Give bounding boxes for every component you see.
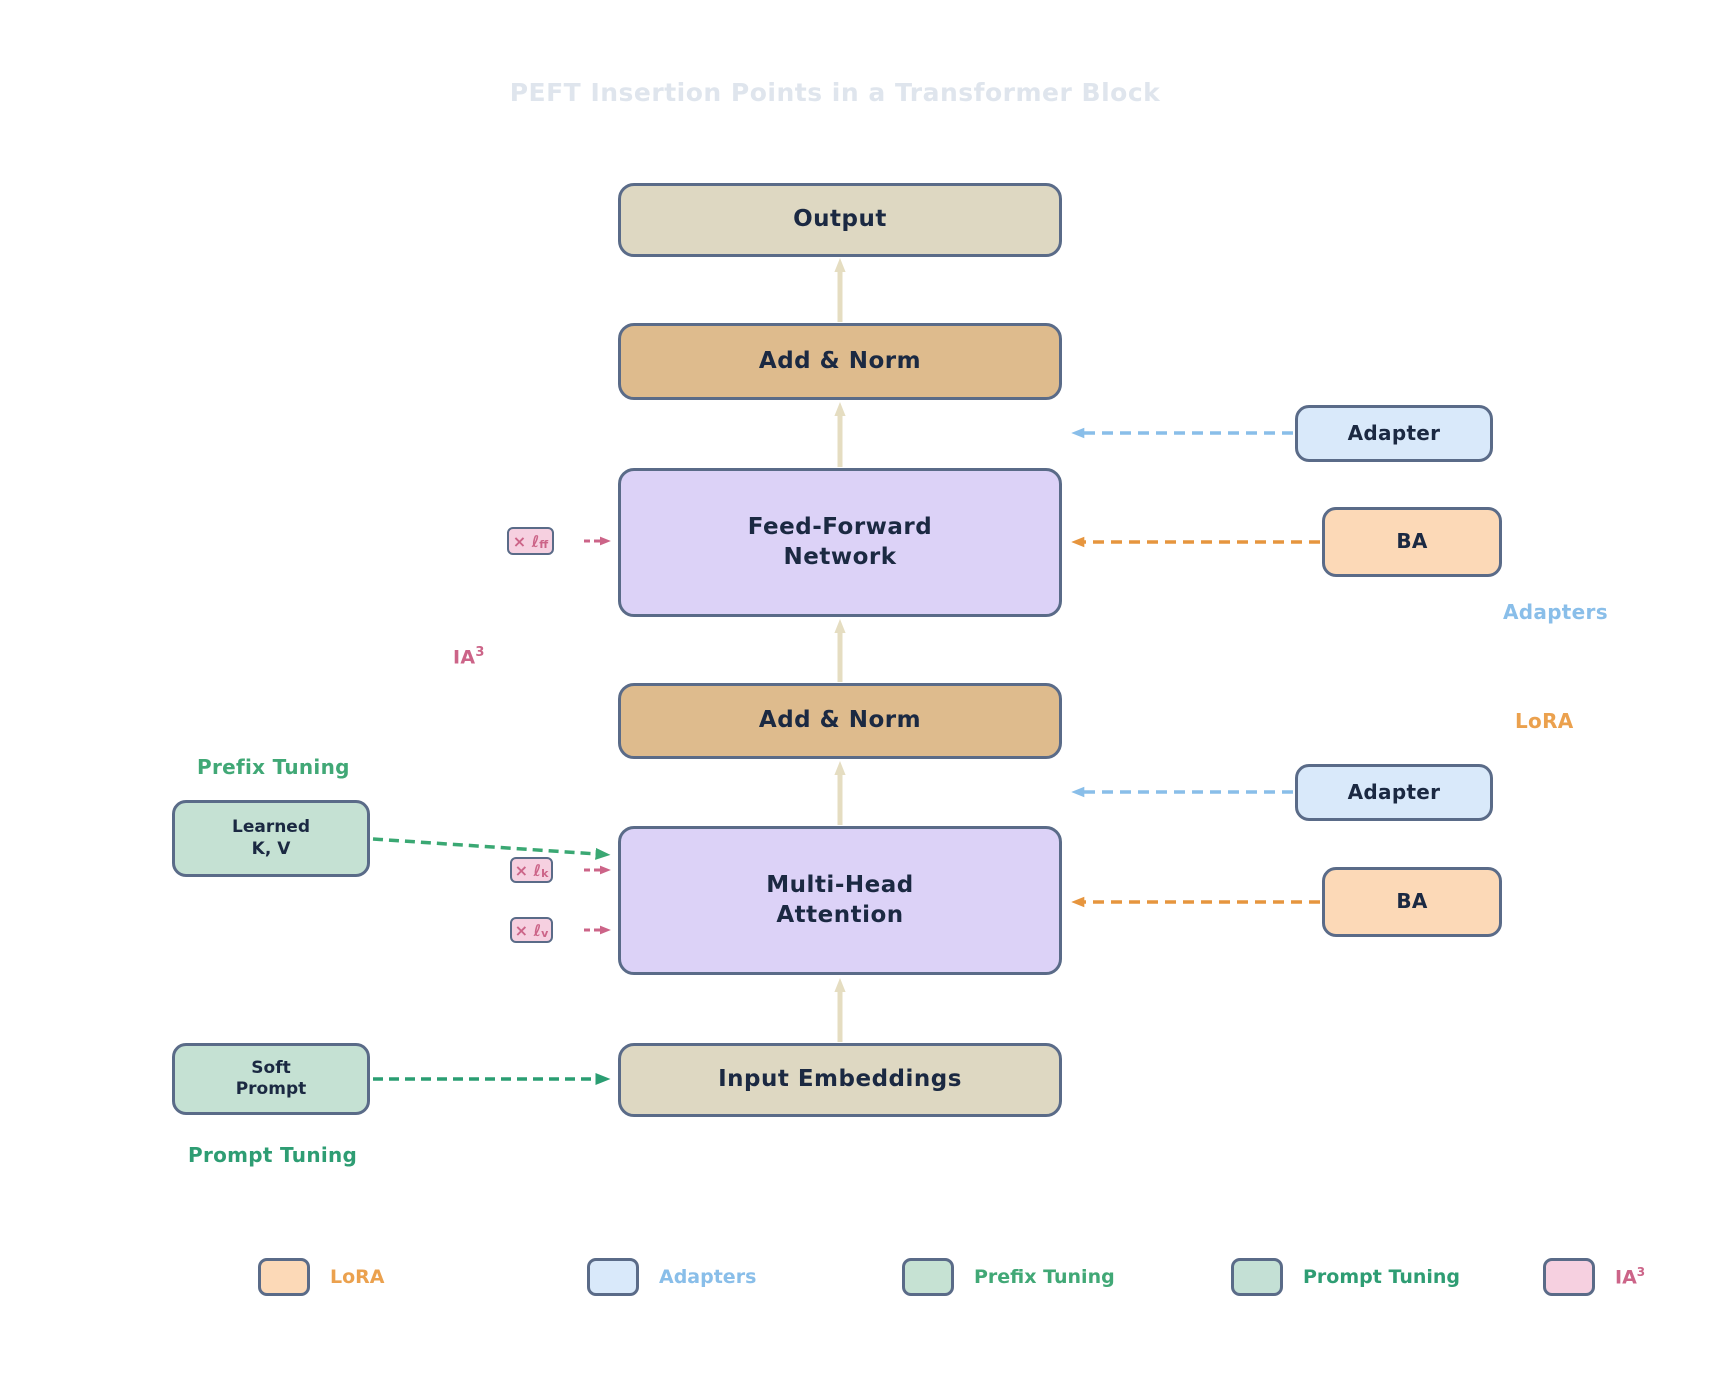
learned-kv-label-line1: Learned bbox=[231, 817, 311, 838]
ia3-badge-ff-sub: ff bbox=[539, 537, 549, 551]
adapters-method-label: Adapters bbox=[1503, 600, 1608, 624]
adapter-bottom-block: Adapter bbox=[1295, 764, 1493, 821]
legend-label-prefix-tuning: Prefix Tuning bbox=[974, 1266, 1115, 1288]
add-norm-top-label: Add & Norm bbox=[758, 347, 922, 374]
output-block: Output bbox=[618, 183, 1062, 257]
input-embeddings-label: Input Embeddings bbox=[718, 1066, 962, 1093]
legend-swatch-ia3 bbox=[1543, 1258, 1595, 1296]
legend-item-ia3: IA3 bbox=[1543, 1258, 1645, 1296]
add-norm-top-block: Add & Norm bbox=[618, 323, 1062, 400]
learned-kv-block: Learned K, V bbox=[172, 800, 370, 877]
output-label: Output bbox=[793, 206, 887, 233]
multi-head-attention-block: Multi-Head Attention bbox=[618, 826, 1062, 975]
learned-kv-label-line2: K, V bbox=[251, 838, 291, 859]
ba-top-block: BA bbox=[1322, 507, 1502, 577]
prefix-tuning-method-label: Prefix Tuning bbox=[197, 755, 350, 779]
prefix-tuning-arrow bbox=[372, 837, 611, 860]
adapter-bottom-label: Adapter bbox=[1347, 779, 1441, 804]
ia3-badge-v-sub: v bbox=[541, 926, 549, 940]
legend-item-adapters: Adapters bbox=[587, 1258, 756, 1296]
legend-label-adapters: Adapters bbox=[659, 1266, 757, 1288]
soft-prompt-label-line1: Soft bbox=[251, 1057, 291, 1078]
soft-prompt-block: Soft Prompt bbox=[172, 1043, 370, 1115]
prompt-tuning-method-label: Prompt Tuning bbox=[188, 1143, 358, 1167]
legend-swatch-prompt-tuning bbox=[1231, 1258, 1283, 1296]
add-norm-bottom-label: Add & Norm bbox=[758, 707, 922, 734]
legend-item-prefix-tuning: Prefix Tuning bbox=[902, 1258, 1115, 1296]
ia3-method-label: IA3 bbox=[453, 645, 485, 669]
legend-label-ia3: IA3 bbox=[1615, 1265, 1646, 1289]
ba-bottom-label: BA bbox=[1396, 889, 1428, 914]
legend-swatch-adapters bbox=[587, 1258, 639, 1296]
adapter-top-block: Adapter bbox=[1295, 405, 1493, 462]
input-embeddings-block: Input Embeddings bbox=[618, 1043, 1062, 1117]
ba-top-label: BA bbox=[1396, 529, 1428, 554]
ba-bottom-block: BA bbox=[1322, 867, 1502, 937]
adapter-top-label: Adapter bbox=[1347, 420, 1441, 445]
legend-label-prompt-tuning: Prompt Tuning bbox=[1303, 1266, 1461, 1288]
legend-swatch-prefix-tuning bbox=[902, 1258, 954, 1296]
add-norm-bottom-block: Add & Norm bbox=[618, 683, 1062, 759]
ia3-superscript: 3 bbox=[475, 645, 485, 660]
ffn-label-line2: Network bbox=[783, 543, 897, 570]
mha-label-line1: Multi-Head bbox=[766, 872, 914, 899]
soft-prompt-label-line2: Prompt bbox=[235, 1079, 307, 1099]
diagram-title: PEFT Insertion Points in a Transformer B… bbox=[509, 78, 1161, 107]
legend-item-prompt-tuning: Prompt Tuning bbox=[1231, 1258, 1460, 1296]
ia3-badge-k-sub: k bbox=[541, 866, 549, 880]
lora-method-label: LoRA bbox=[1515, 709, 1574, 733]
mha-label-line2: Attention bbox=[776, 901, 904, 928]
ffn-label-line1: Feed-Forward bbox=[747, 514, 933, 541]
legend-label-lora: LoRA bbox=[330, 1266, 385, 1288]
legend-swatch-lora bbox=[258, 1258, 310, 1296]
legend-item-lora: LoRA bbox=[258, 1258, 385, 1296]
feed-forward-block: Feed-Forward Network bbox=[618, 468, 1062, 617]
